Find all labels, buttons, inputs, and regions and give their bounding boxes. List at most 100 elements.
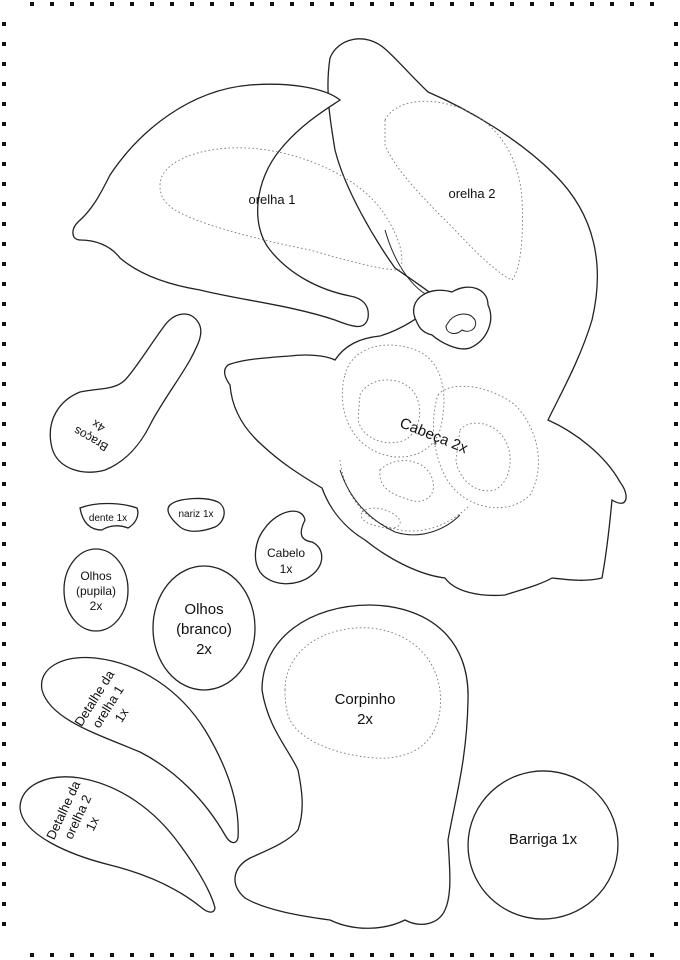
border-dot — [2, 862, 6, 866]
border-dot — [674, 182, 678, 186]
detalhe2-label-3: 1x — [83, 814, 103, 833]
border-dot — [2, 142, 6, 146]
border-dot — [2, 742, 6, 746]
nariz-label: nariz 1x — [178, 509, 213, 520]
border-dot — [2, 42, 6, 46]
orelha2-label: orelha 2 — [449, 186, 496, 201]
border-dot — [630, 953, 634, 957]
border-dot — [30, 2, 34, 6]
border-dot — [170, 2, 174, 6]
border-dot — [674, 762, 678, 766]
border-dot — [674, 702, 678, 706]
border-dot — [674, 662, 678, 666]
border-dot — [2, 682, 6, 686]
orelha1-piece: orelha 1 — [72, 83, 403, 328]
branco-label-3: 2x — [196, 641, 212, 658]
border-dot — [590, 2, 594, 6]
border-dot — [674, 122, 678, 126]
border-dot — [2, 822, 6, 826]
border-dot — [2, 802, 6, 806]
border-dot — [290, 2, 294, 6]
border-dot — [2, 222, 6, 226]
border-dot — [2, 642, 6, 646]
border-dot — [2, 502, 6, 506]
barriga-piece: Barriga 1x — [467, 770, 619, 920]
border-dot — [2, 262, 6, 266]
border-dot — [450, 953, 454, 957]
border-dot — [2, 722, 6, 726]
border-dot — [674, 282, 678, 286]
border-dot — [350, 953, 354, 957]
border-dot — [2, 302, 6, 306]
border-dot — [674, 622, 678, 626]
border-dot — [674, 162, 678, 166]
border-dot — [674, 362, 678, 366]
border-dot — [30, 953, 34, 957]
border-dot — [90, 2, 94, 6]
border-dot — [250, 953, 254, 957]
border-dot — [490, 953, 494, 957]
border-dot — [410, 2, 414, 6]
border-dot — [674, 822, 678, 826]
border-dot — [2, 382, 6, 386]
border-dot — [490, 2, 494, 6]
border-dot — [390, 2, 394, 6]
border-dot — [674, 202, 678, 206]
border-dot — [674, 42, 678, 46]
border-dot — [590, 953, 594, 957]
border-dot — [674, 562, 678, 566]
border-dot — [674, 502, 678, 506]
border-dot — [674, 222, 678, 226]
border-dot — [610, 953, 614, 957]
border-dot — [674, 902, 678, 906]
border-dot — [2, 762, 6, 766]
border-dot — [70, 2, 74, 6]
border-dot — [650, 2, 654, 6]
border-dot — [510, 2, 514, 6]
corpinho-label-1: Corpinho — [335, 691, 396, 708]
border-dot — [170, 953, 174, 957]
border-dot — [674, 862, 678, 866]
border-dot — [370, 953, 374, 957]
branco-label-2: (branco) — [176, 621, 232, 638]
border-dot — [650, 953, 654, 957]
border-dot — [250, 2, 254, 6]
border-dot — [510, 953, 514, 957]
border-dot — [90, 953, 94, 957]
border-dot — [410, 953, 414, 957]
nariz-piece: nariz 1x — [167, 497, 225, 532]
border-dot — [2, 622, 6, 626]
detalhe-orelha1-piece: Detalhe da orelha 1 1x — [40, 656, 239, 844]
orelha2-piece: orelha 2 — [384, 100, 523, 281]
border-dot — [390, 953, 394, 957]
border-dot — [674, 722, 678, 726]
border-dot — [130, 2, 134, 6]
border-dot — [470, 953, 474, 957]
border-dot — [2, 402, 6, 406]
border-dot — [2, 902, 6, 906]
border-dot — [674, 22, 678, 26]
border-dot — [2, 282, 6, 286]
border-dot — [270, 2, 274, 6]
border-dot — [2, 842, 6, 846]
border-dot — [674, 542, 678, 546]
border-dot — [310, 953, 314, 957]
border-dot — [2, 922, 6, 926]
border-dot — [674, 382, 678, 386]
border-dot — [2, 782, 6, 786]
border-dot — [450, 2, 454, 6]
border-dot — [630, 2, 634, 6]
border-dot — [2, 342, 6, 346]
border-dot — [330, 953, 334, 957]
border-dot — [430, 2, 434, 6]
border-dot — [290, 953, 294, 957]
border-dot — [150, 953, 154, 957]
border-dot — [230, 953, 234, 957]
border-dot — [570, 2, 574, 6]
border-dot — [50, 2, 54, 6]
border-dot — [674, 682, 678, 686]
border-dot — [130, 953, 134, 957]
pupila-label-1: Olhos — [80, 569, 111, 583]
border-dot — [330, 2, 334, 6]
border-dot — [530, 953, 534, 957]
